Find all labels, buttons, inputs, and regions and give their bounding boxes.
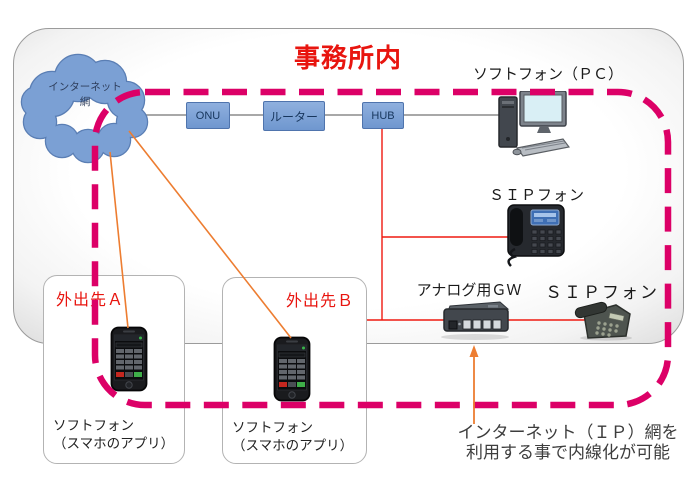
site-a-caption-line2: （スマホのアプリ）: [53, 436, 175, 451]
node-onu: ONU: [186, 102, 230, 129]
site-b-name: 外出先Ｂ: [285, 293, 354, 310]
remote-site-b: 外出先Ｂ ソフトフォン: [222, 277, 367, 464]
node-router-label: ルーター: [269, 109, 318, 124]
site-a-caption: ソフトフォン （スマホのアプリ）: [53, 417, 174, 453]
site-a-caption-line1: ソフトフォン: [53, 418, 134, 433]
analog-gateway-icon: [436, 297, 514, 341]
cloud-label-line1: インターネット: [48, 81, 122, 93]
site-a-name: 外出先Ａ: [56, 292, 125, 309]
site-b-caption-line1: ソフトフォン: [232, 420, 313, 435]
cloud-label: インターネット 網: [12, 80, 158, 110]
bottom-note-line2: 利用する事で内線化が可能: [466, 443, 670, 462]
smartphone-icon: [110, 326, 148, 392]
internet-cloud-icon: インターネット 網: [12, 42, 158, 168]
analog-phone-icon: [574, 296, 636, 342]
site-b-caption: ソフトフォン （スマホのアプリ）: [232, 419, 353, 455]
remote-site-a: 外出先Ａ ソフトフォン: [43, 275, 185, 464]
page-title: 事務所内: [293, 43, 402, 73]
node-hub: HUB: [362, 102, 404, 129]
site-b-caption-line2: （スマホのアプリ）: [232, 438, 354, 453]
node-router: ルーター: [263, 101, 325, 131]
softphone-pc-label: ソフトフォン（ＰＣ）: [472, 66, 623, 83]
node-hub-label: HUB: [371, 109, 395, 122]
sip-phone-icon: [495, 201, 567, 267]
bottom-note-line1: インターネット（ＩＰ）網を: [457, 423, 679, 442]
smartphone-icon: [273, 336, 311, 402]
cloud-label-line2: 網: [79, 96, 91, 108]
desktop-pc-icon: [470, 91, 570, 157]
node-onu-label: ONU: [195, 109, 221, 122]
bottom-note: インターネット（ＩＰ）網を 利用する事で内線化が可能: [438, 423, 698, 463]
